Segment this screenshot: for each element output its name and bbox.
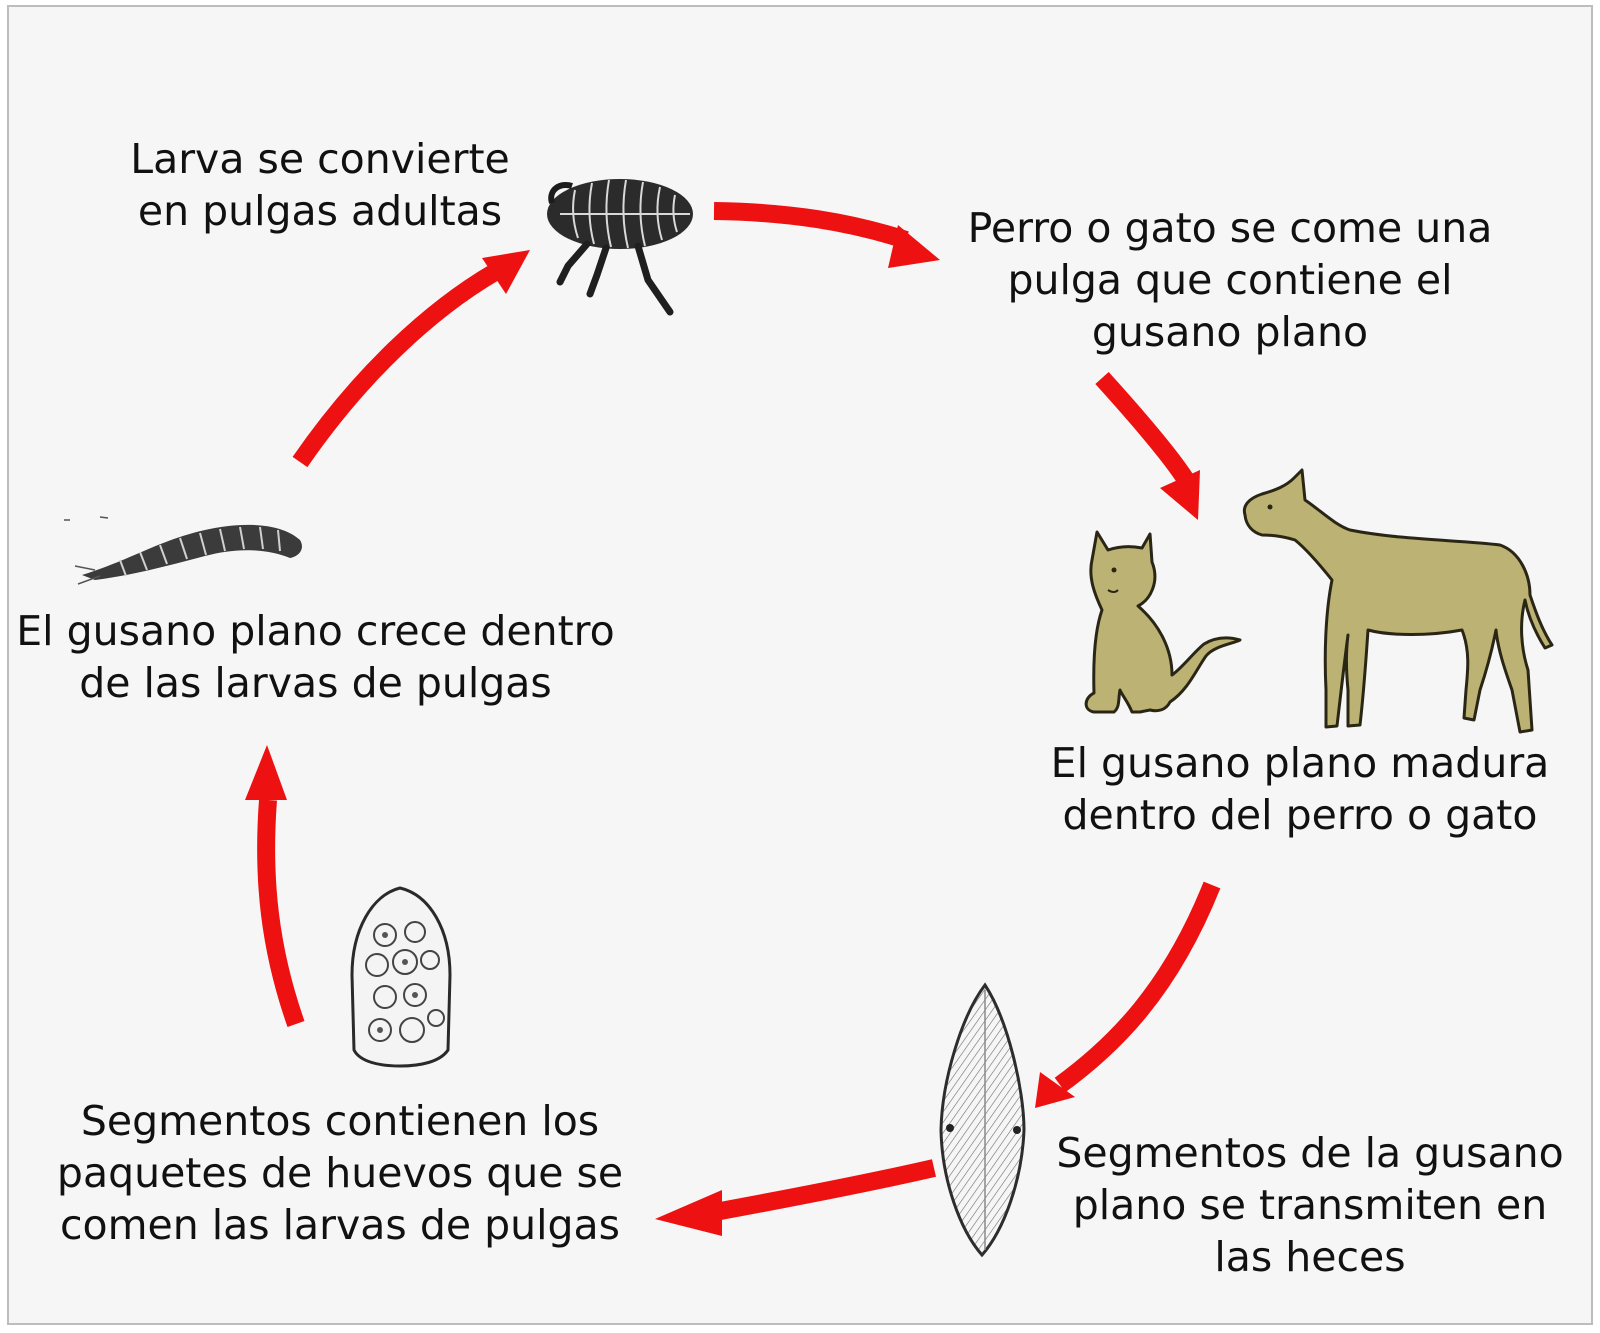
cat-icon: [1084, 530, 1242, 714]
cycle-arrows: [245, 202, 1221, 1236]
arrow-animals-to-segment: [1035, 881, 1221, 1108]
flea-larva-icon: [64, 516, 302, 585]
label-egg-packets: Segmentos contienen los paquetes de huev…: [56, 1097, 624, 1249]
arrow-flea-to-pet: [713, 202, 940, 268]
tapeworm-segment-icon: [939, 982, 1026, 1258]
arrow-larva-to-flea: [292, 250, 530, 468]
arrow-eggs-to-larva: [245, 745, 305, 1027]
label-adult-flea: Larva se convierte en pulgas adultas: [130, 135, 510, 235]
dog-icon: [1242, 468, 1554, 734]
label-pet-eats-flea: Perro o gato se come una pulga que conti…: [967, 204, 1493, 356]
label-segments-in-feces: Segmentos de la gusano plano se transmit…: [1056, 1129, 1564, 1281]
arrow-pet-to-animals: [1095, 371, 1200, 520]
label-worm-in-larva: El gusano plano crece dentro de las larv…: [16, 607, 615, 707]
label-worm-matures: El gusano plano madura dentro del perro …: [1050, 739, 1550, 839]
egg-packet-icon: [350, 886, 452, 1068]
arrow-segment-to-eggs: [655, 1159, 937, 1236]
flea-icon: [547, 179, 693, 316]
